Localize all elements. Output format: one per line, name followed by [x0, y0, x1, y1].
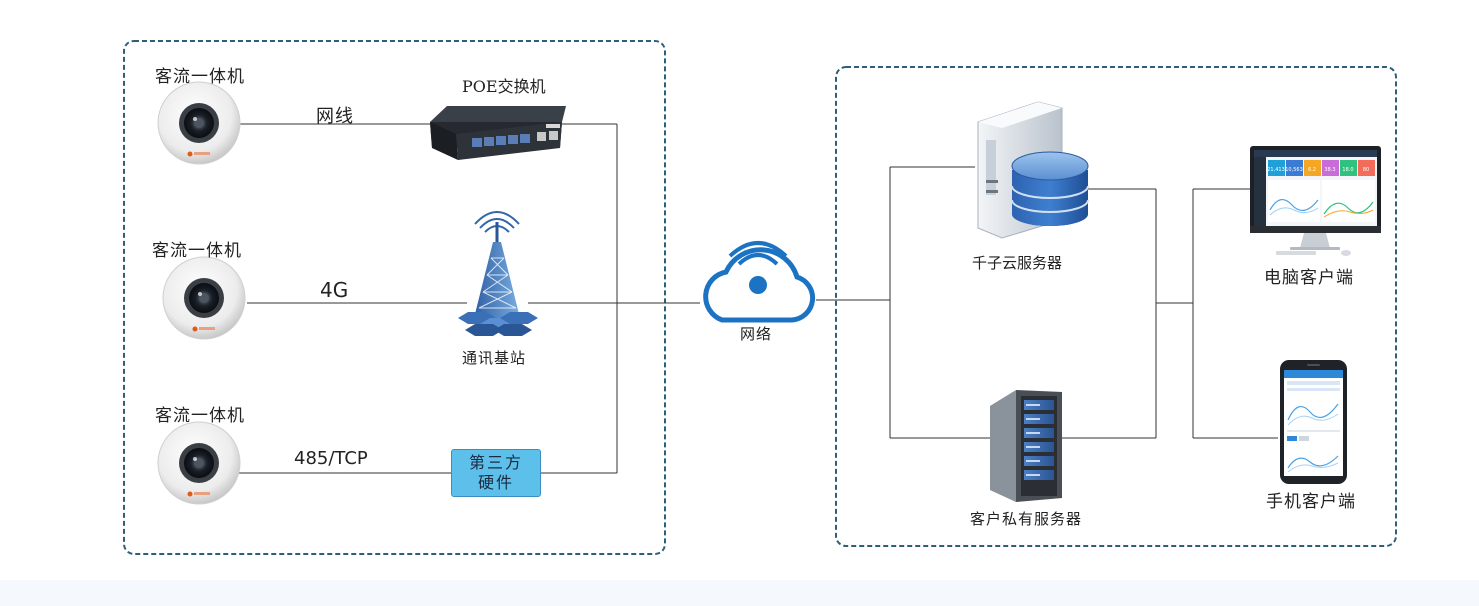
poe-switch-label: POE交换机: [462, 77, 546, 96]
link-3-label: 485/TCP: [294, 448, 368, 469]
connection-lines: [238, 123, 1278, 474]
camera-1-icon: [157, 81, 241, 165]
pc-client-icon: 21,413 10,563 6.2 38.3 18.0 80: [1250, 146, 1381, 256]
network-label: 网络: [740, 325, 773, 343]
cloud-network-icon: [703, 241, 816, 323]
pc-screen-stat: 38.3: [1324, 167, 1335, 173]
cloud-server-label: 千子云服务器: [972, 254, 1063, 272]
pc-screen-stat: 80: [1363, 167, 1369, 173]
right-frame: [835, 66, 1397, 547]
poe-switch-icon: [430, 106, 566, 160]
third-party-hardware-box: 第三方硬件: [451, 449, 541, 497]
footer-band: [0, 580, 1479, 606]
cloud-server-icon: [977, 101, 1089, 239]
pc-screen-stat: 10,563: [1285, 167, 1303, 173]
link-2-label: 4G: [320, 278, 349, 302]
pc-screen-stat: 18.0: [1342, 167, 1353, 173]
network-diagram: 21,413 10,563 6.2 38.3 18.0 80: [123, 40, 1397, 555]
mobile-client-label: 手机客户端: [1266, 492, 1356, 512]
mobile-client-icon: [1280, 360, 1347, 484]
camera-2-icon: [162, 256, 246, 340]
left-frame: [123, 40, 666, 555]
link-1-label: 网线: [316, 106, 354, 127]
private-server-icon: [990, 390, 1062, 502]
camera-2-label: 客流一体机: [152, 241, 242, 261]
base-station-icon: [458, 211, 538, 336]
private-server-label: 客户私有服务器: [970, 510, 1083, 528]
pc-screen-stat: 21,413: [1267, 167, 1285, 173]
base-station-label: 通讯基站: [462, 349, 527, 367]
camera-3-icon: [157, 421, 241, 505]
pc-client-label: 电脑客户端: [1264, 268, 1354, 288]
pc-screen-stat: 6.2: [1308, 167, 1316, 173]
camera-3-label: 客流一体机: [155, 406, 245, 426]
camera-1-label: 客流一体机: [155, 67, 245, 87]
